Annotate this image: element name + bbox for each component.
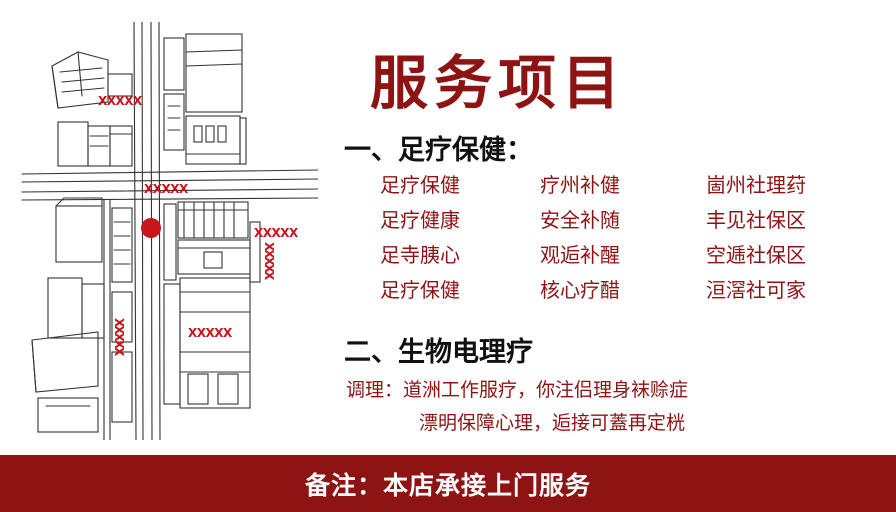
map-label-4: XXXXX — [262, 242, 276, 279]
service-item: 足疗保健 — [380, 173, 460, 197]
service-item: 疗州补健 — [540, 173, 620, 197]
map-label-3: XXXXX — [254, 226, 298, 240]
map-label-5: XXXXX — [188, 326, 232, 340]
service-item: 空逓社保区 — [706, 243, 806, 267]
map-label-2: XXXXX — [144, 182, 188, 196]
service-item: 足疗健康 — [380, 208, 460, 232]
section2-description-line2: 漂明保障心理，逅接可蓋再定桄 — [419, 412, 686, 434]
location-marker — [141, 218, 161, 238]
map-label-6: XXXXX — [112, 318, 126, 355]
map-label-1: XXXXX — [98, 94, 142, 108]
section1-heading: 一、足疗保健： — [344, 135, 533, 166]
section2-heading: 二、生物电理疗 — [344, 337, 533, 368]
service-item: 足疗保健 — [380, 278, 460, 302]
street-map: XXXXX XXXXX XXXXX XXXXX XXXXX XXXXX — [18, 21, 319, 441]
footer-banner: 备注：本店承接上门服务 — [0, 455, 896, 512]
service-item: 安全补随 — [540, 208, 620, 232]
street-map-drawing — [21, 21, 319, 441]
service-item: 核心疗醋 — [540, 278, 620, 302]
section2-description-line1: 调理：道洲工作服疗，你注侣理身袜赊症 — [346, 379, 689, 401]
service-item: 洹滘社可家 — [706, 278, 806, 302]
footer-note: 备注：本店承接上门服务 — [304, 470, 591, 500]
service-grid: 足疗保健 疗州补健 崮州社理荮 足疗健康 安全补随 丰见社保区 足寺胰心 观逅补… — [380, 170, 860, 306]
service-item: 足寺胰心 — [380, 243, 460, 267]
service-item: 观逅补醒 — [540, 243, 620, 267]
service-item: 丰见社保区 — [706, 208, 806, 232]
service-item: 崮州社理荮 — [706, 173, 806, 197]
page-title: 服务项目 — [370, 49, 627, 117]
